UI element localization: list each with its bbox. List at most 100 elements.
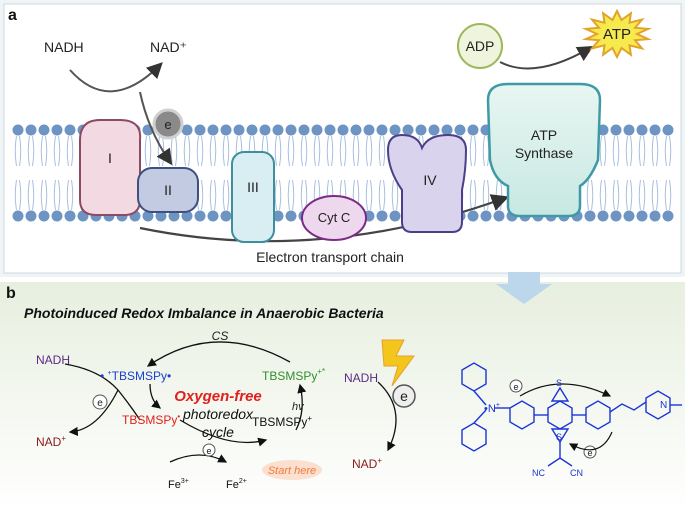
lipid-tail <box>19 179 22 211</box>
lipid-tail <box>604 179 607 211</box>
tbs-radical: TBSMSPy• <box>122 412 180 427</box>
lipid-tail <box>71 179 74 211</box>
lipid-tail <box>469 179 472 211</box>
lipid-tail <box>370 179 373 211</box>
lipid-tail <box>651 179 654 211</box>
lipid-tail <box>14 179 17 211</box>
lipid-head <box>415 124 427 136</box>
lipid-head <box>38 124 50 136</box>
structure-s-top: S <box>556 378 562 388</box>
lipid-tail <box>669 179 672 211</box>
lipid-tail <box>370 135 373 167</box>
lipid-head <box>610 210 622 222</box>
lipid-tail <box>365 135 368 167</box>
lipid-tail <box>27 179 30 211</box>
lipid-tail <box>201 179 204 211</box>
phenyl-ring-top <box>461 362 487 392</box>
lipid-head <box>480 210 492 222</box>
lipid-tail <box>58 135 61 167</box>
lipid-tail <box>66 179 69 211</box>
cytochrome-c <box>301 195 367 241</box>
lipid-tail <box>227 179 230 211</box>
lipid-tail <box>45 179 48 211</box>
e-label-b2: e <box>206 446 211 456</box>
lipid-head <box>64 210 76 222</box>
lipid-tail <box>292 135 295 167</box>
structure-n-left: •N+ <box>484 402 500 415</box>
nad-mid-label: NAD+ <box>352 456 382 471</box>
lipid-tail <box>183 135 186 167</box>
lipid-head <box>233 124 245 136</box>
complex-iii-label: III <box>247 179 259 195</box>
oxidize-arrow <box>179 419 268 447</box>
lipid-tail <box>53 135 56 167</box>
lipid-head <box>324 124 336 136</box>
start-here-label: Start here <box>268 465 316 477</box>
lipid-tail <box>175 135 178 167</box>
lipid-head <box>493 210 505 222</box>
etc-caption: Electron transport chain <box>256 249 404 265</box>
electron-icon <box>152 108 184 140</box>
atp-synthase-label-1: ATP <box>531 127 557 143</box>
nadh-to-nad-arrow <box>69 62 163 93</box>
lipid-head <box>285 210 297 222</box>
lipid-tail <box>214 179 217 211</box>
lipid-tail <box>617 135 620 167</box>
lipid-tail <box>638 179 641 211</box>
lipid-tail <box>274 135 277 167</box>
lipid-head <box>610 124 622 136</box>
nad-plus-label: NAD⁺ <box>150 39 187 55</box>
phenyl-ring-mid-left <box>509 400 535 430</box>
panel-a-label: a <box>8 7 17 24</box>
lipid-head <box>272 210 284 222</box>
lipid-head <box>623 210 635 222</box>
electron-icon-b4 <box>509 379 523 393</box>
lipid-head <box>25 124 37 136</box>
lipid-tail <box>339 135 342 167</box>
electron-label: e <box>164 117 171 132</box>
atp-synthase-label-2: Synthase <box>515 145 574 161</box>
lipid-tail <box>227 135 230 167</box>
lipid-tail <box>287 179 290 211</box>
lipid-head <box>662 124 674 136</box>
lipid-tail <box>599 179 602 211</box>
e-label-b4: e <box>513 382 518 392</box>
complex-iv <box>386 133 468 233</box>
structure-s-bottom: S <box>556 432 562 442</box>
lipid-head <box>298 124 310 136</box>
lipid-tail <box>32 179 35 211</box>
lipid-tail <box>222 135 225 167</box>
pyridinium-ring <box>645 390 671 420</box>
panel-b-title: Photoinduced Redox Imbalance in Anaerobi… <box>24 305 384 321</box>
lipid-head <box>272 124 284 136</box>
lipid-head <box>181 124 193 136</box>
thiadiazole-ring <box>550 386 570 402</box>
atp-synthase <box>486 82 602 218</box>
lipid-head <box>220 124 232 136</box>
lipid-head <box>350 124 362 136</box>
lipid-head <box>194 124 206 136</box>
lipid-tail <box>32 135 35 167</box>
cycle-line-3: cycle <box>202 424 234 440</box>
lipid-head <box>207 210 219 222</box>
lipid-tail <box>664 135 667 167</box>
lipid-head <box>12 124 24 136</box>
lipid-head <box>467 124 479 136</box>
adp-circle <box>457 23 503 69</box>
lipid-tail <box>487 179 490 211</box>
tbs-excited: TBSMSPy+* <box>262 367 325 383</box>
e-label-b5: e <box>587 448 592 458</box>
lipid-tail <box>630 179 633 211</box>
lipid-tail <box>643 179 646 211</box>
lipid-tail <box>144 135 147 167</box>
lipid-tail <box>279 135 282 167</box>
down-arrow-icon <box>496 272 552 304</box>
electron-icon-b3 <box>392 384 416 408</box>
lipid-head <box>389 210 401 222</box>
lipid-head <box>311 124 323 136</box>
lipid-tail <box>222 179 225 211</box>
complex-i <box>79 119 142 216</box>
nadh-left-label: NADH <box>36 353 70 367</box>
lipid-tail <box>305 135 308 167</box>
